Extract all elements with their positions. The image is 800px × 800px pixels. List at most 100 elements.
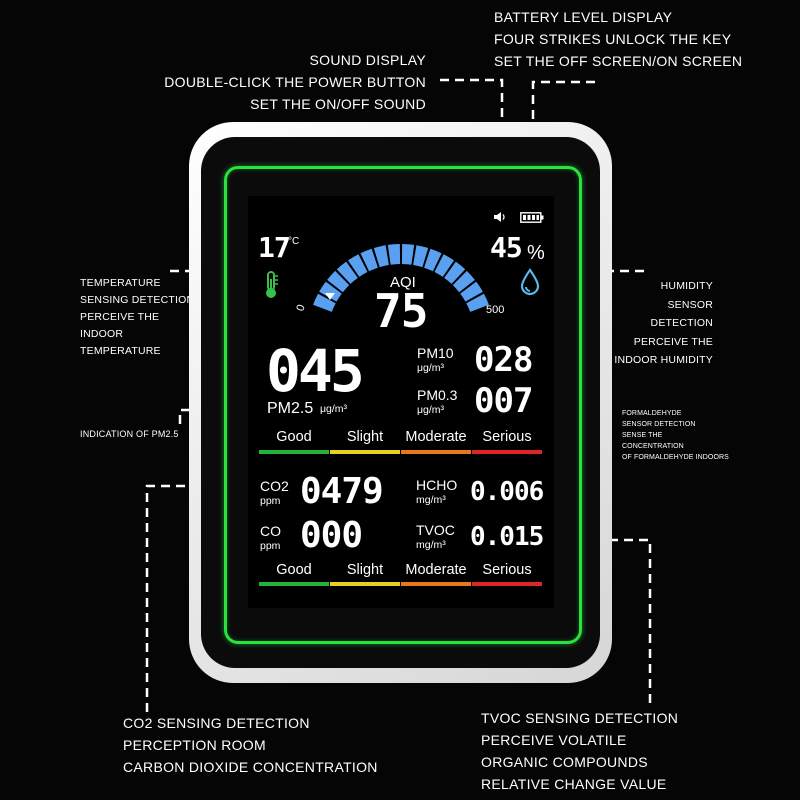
aqi-pointer-icon [325,293,335,300]
pm25-value: 045 [266,337,365,405]
hcho-value: 0.006 [470,477,544,507]
annotation-line: SENSOR DETECTION [622,421,696,428]
annotation-line: DOUBLE-CLICK THE POWER BUTTON [164,74,426,90]
aqi-gauge-segment [336,261,358,284]
scale-label-serious: Serious [482,562,532,578]
scale-bar-slight [330,450,400,454]
annotation-line: SET THE OFF SCREEN/ON SCREEN [494,53,743,69]
pm03-value: 007 [474,381,533,421]
scale-bar-serious [472,582,542,586]
scale-bar-good [259,450,329,454]
annotation-line: INDICATION OF PM2.5 [80,429,179,439]
pm10-value: 028 [474,340,533,380]
annotation-line: INDOOR [80,328,124,340]
aqi-gauge-segment [434,254,454,277]
scale-bar-good [259,582,329,586]
pm03-label: PM0.3 [417,387,458,403]
green-frame [224,166,582,644]
temperature-annotation: TEMPERATURE SENSING DETECTION PERCEIVE T… [80,275,194,360]
aqi-gauge-segment [373,245,389,268]
scale-label-serious: Serious [482,429,532,445]
annotation-line: FORMALDEHYDE [622,410,682,417]
annotation-line: SENSING DETECTION [80,294,195,306]
aqi-gauge-segment [466,293,489,312]
annotation-line: CO2 SENSING DETECTION [123,715,310,731]
lcd-screen: 17 °C 45 % 0 500 AQI 75 045 PM2.5 μg/m³ … [248,196,554,608]
aqi-value: 75 [374,284,428,338]
tvoc-label: TVOC [416,522,455,538]
annotation-line: HUMIDITY [660,280,713,292]
scale-bar-moderate [401,582,471,586]
annotation-line: PERCEIVE THE [633,335,713,348]
annotation-line: ORGANIC COMPOUNDS [481,754,648,770]
aqi-gauge [313,244,489,312]
aqi-gauge-segment [360,248,378,272]
scale-label-slight: Slight [346,429,384,445]
annotation-line: SOUND DISPLAY [309,52,426,68]
annotation-line: FOUR STRIKES UNLOCK THE KEY [494,31,732,47]
annotation-line: PERCEPTION ROOM [123,737,266,753]
tvoc-unit: mg/m³ [416,539,446,551]
pm03-unit: μg/m³ [417,404,445,416]
scale-label-moderate: Moderate [405,562,467,578]
scale-label-slight: Slight [346,562,384,578]
co-unit: ppm [260,540,281,552]
formaldehyde-annotation: FORMALDEHYDE SENSOR DETECTION SENSE THE … [622,408,729,463]
co-value: 000 [300,515,363,556]
annotation-line: PERCEIVE THE [80,311,160,323]
annotation-line: RELATIVE CHANGE VALUE [481,776,667,792]
leader-battery [531,80,595,210]
annotation-line: TEMPERATURE [80,277,161,289]
annotation-line: DETECTION [650,317,713,329]
aqi-gauge-segment [424,248,442,272]
co2-label: CO2 [260,478,289,494]
leader-pm25 [178,408,265,430]
hcho-unit: mg/m³ [416,494,446,506]
annotation-line: BATTERY LEVEL DISPLAY [494,9,673,25]
scale-label-good: Good [276,562,312,578]
co-label: CO [260,523,281,539]
hcho-label: HCHO [416,477,458,493]
pm25-annotation: INDICATION OF PM2.5 [80,426,179,443]
battery-annotation: BATTERY LEVEL DISPLAY FOUR STRIKES UNLOC… [494,6,742,72]
tvoc-value: 0.015 [470,522,544,552]
aqi-gauge-segment [460,281,483,302]
aqi-gauge-segment [319,281,342,302]
annotation-line: CONCENTRATION [622,443,684,450]
leader-sound [440,78,504,208]
speaker-icon [493,210,507,228]
scale-bar-serious [472,450,542,454]
aqi-gauge-segment [444,261,466,284]
temperature-value: 17 [258,231,291,264]
aqi-gauge-segment [348,254,368,277]
pm10-unit: μg/m³ [417,362,445,374]
co2-unit: ppm [260,495,281,507]
thermometer-icon [262,271,280,304]
temperature-unit: °C [288,236,300,247]
co2-value: 0479 [300,471,384,512]
tvoc-annotation: TVOC SENSING DETECTION PERCEIVE VOLATILE… [481,707,678,795]
humidity-annotation: HUMIDITY SENSOR DETECTION PERCEIVE THE I… [614,277,713,370]
aqi-gauge-segment [401,244,415,265]
annotation-line: CARBON DIOXIDE CONCENTRATION [123,759,378,775]
aqi-scale-max: 500 [486,304,505,316]
aqi-label: AQI [390,274,416,291]
pm25-label: PM2.5 [267,400,314,417]
annotation-line: TEMPERATURE [80,345,161,357]
aqi-gauge-segment [452,270,475,293]
pm10-label: PM10 [417,345,454,361]
leader-co2 [145,484,185,712]
annotation-line: SENSE THE [622,432,663,439]
aqi-gauge-segment [313,293,336,312]
water-drop-icon [519,268,541,301]
scale-label-moderate: Moderate [405,429,467,445]
aqi-gauge-segment [387,244,401,265]
humidity-value: 45 [490,231,523,264]
pm25-unit: μg/m³ [320,403,348,415]
aqi-gauge-segment [327,270,350,293]
annotation-line: PERCEIVE VOLATILE [481,732,627,748]
battery-icon [520,210,544,228]
humidity-unit: % [527,242,545,264]
annotation-line: OF FORMALDEHYDE INDOORS [622,454,729,461]
sound-annotation: SOUND DISPLAY DOUBLE-CLICK THE POWER BUT… [164,49,426,115]
